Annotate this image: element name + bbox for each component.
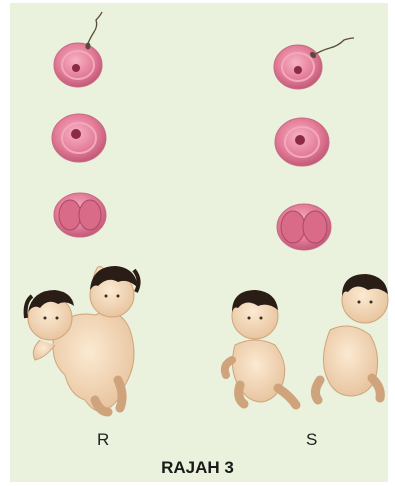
zygote-with-sperm-left — [54, 12, 102, 87]
zygote-with-sperm-right — [274, 38, 354, 89]
label-s: S — [306, 430, 317, 450]
figure-caption: RAJAH 3 — [0, 458, 395, 478]
identical-twin-baby-left — [225, 290, 296, 405]
conjoined-twins-illustration — [26, 266, 139, 412]
two-cell-embryo-left — [54, 193, 106, 237]
zygote-left — [52, 114, 106, 162]
zygote-right — [275, 118, 329, 166]
label-r: R — [97, 430, 109, 450]
identical-twin-baby-right — [315, 274, 388, 400]
two-cell-embryo-right — [277, 204, 331, 250]
